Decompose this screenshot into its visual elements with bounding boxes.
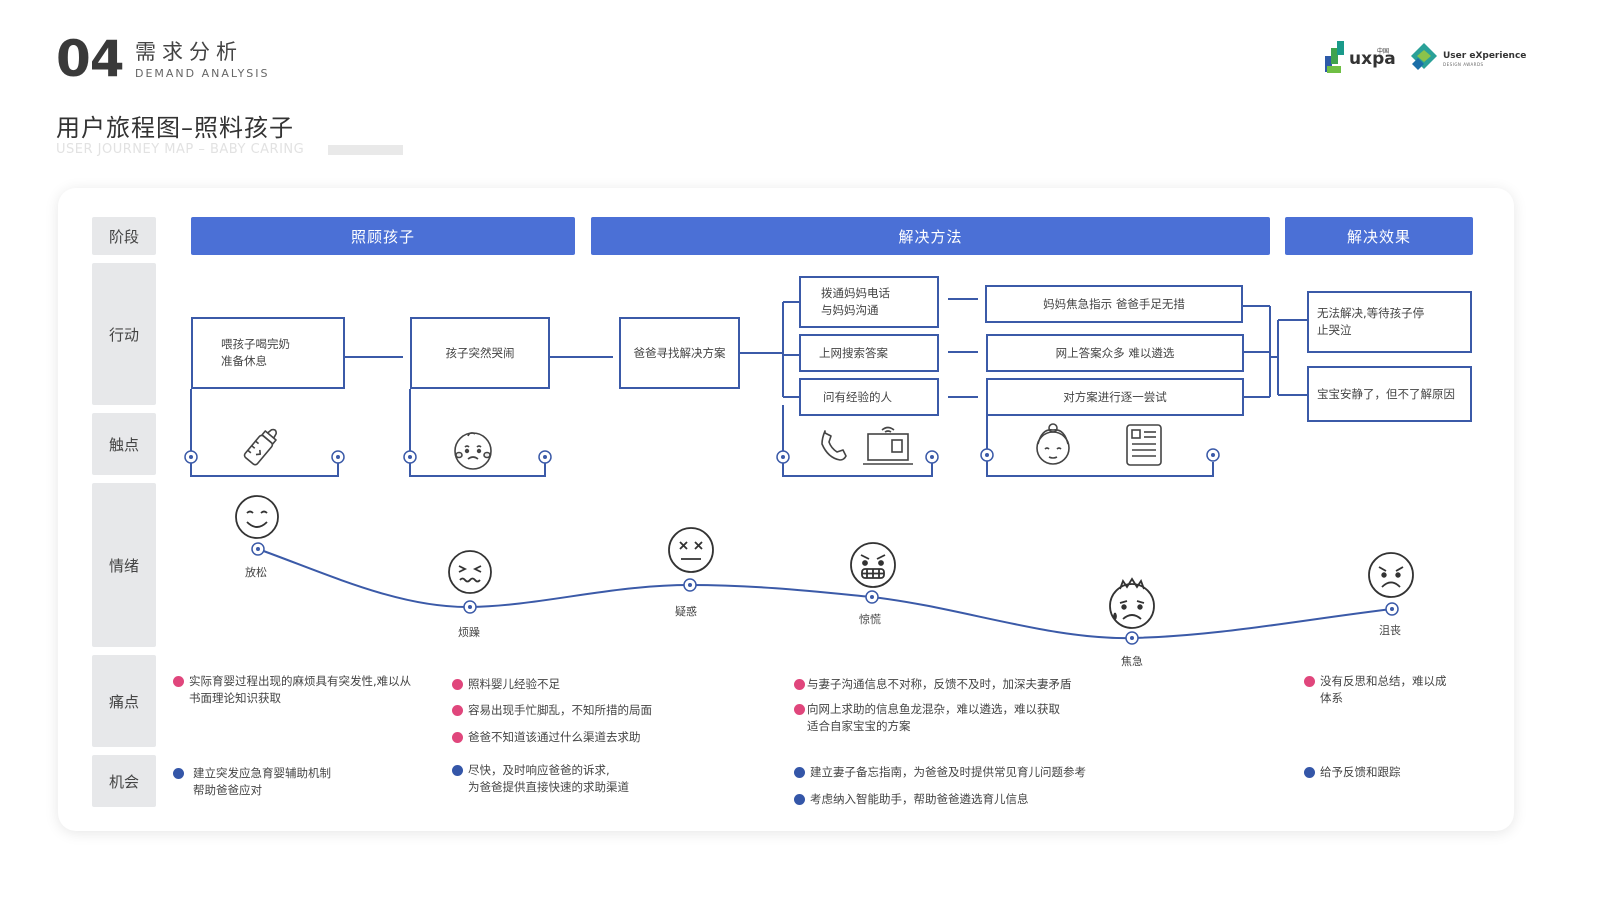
emotion-label: 烦躁 [458,626,480,639]
pain-dot-icon [794,679,805,690]
row-label-painpoint: 痛点 [92,655,156,747]
opportunity: 建立妻子备忘指南，为爸爸及时提供常见育儿问题参考 [794,764,1134,781]
opportunity: 考虑纳入智能助手，帮助爸爸遴选育儿信息 [794,791,1134,808]
ux-award-logo-sub: DESIGN AWARDS [1443,62,1484,67]
action-ask-experienced: 问有经验的人 [799,378,939,416]
ux-award-logo-text: User eXperience [1443,51,1527,61]
pain-point: 实际育婴过程出现的麻烦具有突发性,难以从 书面理论知识获取 [173,673,438,707]
opportunity-dot-icon [794,767,805,778]
journey-map-card [58,188,1514,831]
page-subtitle: USER JOURNEY MAP – BABY CARING [56,142,305,157]
confused-face-icon [668,527,714,573]
opportunity: 尽快，及时响应爸爸的诉求, 为爸爸提供直接快速的求助渠道 [452,762,712,796]
action-dad-search: 爸爸寻找解决方案 [619,317,740,389]
subtitle-bar [328,145,403,155]
action-too-many-answers: 网上答案众多 难以遴选 [986,334,1244,372]
pain-point: 爸爸不知道该通过什么渠道去求助 [452,729,692,746]
uxpa-logo-icon [1325,41,1344,73]
action-wait-stop: 无法解决,等待孩子停 止哭泣 [1307,291,1472,353]
pain-point: 照料婴儿经验不足 [452,676,692,693]
action-feed-baby: 喂孩子喝完奶 准备休息 [191,317,345,389]
row-label-emotion: 情绪 [92,483,156,647]
sad-face-icon [1368,552,1414,598]
opportunity-dot-icon [452,765,463,776]
baby-face-icon [454,432,492,470]
stage-care: 照顾孩子 [191,217,575,255]
pain-dot-icon [1304,676,1315,687]
laptop-icon [863,426,913,465]
action-try-solutions: 对方案进行逐一尝试 [986,378,1244,416]
action-baby-crying: 孩子突然哭闹 [410,317,550,389]
page-title: 用户旅程图–照料孩子 [56,114,294,142]
opportunity: 建立突发应急育婴辅助机制 帮助爸爸应对 [173,765,423,799]
pain-point: 向网上求助的信息鱼龙混杂，难以遴选，难以获取 适合自家宝宝的方案 [794,701,1124,735]
opportunity-dot-icon [794,794,805,805]
pain-point: 容易出现手忙脚乱，不知所措的局面 [452,702,692,719]
annoyed-face-icon [448,550,492,594]
row-label-stage: 阶段 [92,217,156,255]
action-call-mom: 拨通妈妈电话 与妈妈沟通 [799,276,939,328]
panic-face-icon [850,542,896,588]
grandma-icon [1036,423,1070,465]
section-number: 04 [56,30,125,88]
opportunity-dot-icon [1304,767,1315,778]
baby-bottle-icon [243,428,277,466]
emotion-label: 疑惑 [675,605,697,618]
pain-dot-icon [452,705,463,716]
anxious-face-icon [1109,577,1155,629]
section-title-en: DEMAND ANALYSIS [135,67,270,80]
stage-solution: 解决方法 [591,217,1270,255]
action-mom-instruct: 妈妈焦急指示 爸爸手足无措 [985,285,1243,323]
action-search-online: 上网搜索答案 [799,334,939,372]
stage-result: 解决效果 [1285,217,1473,255]
emotion-label: 焦急 [1121,655,1143,668]
uxpa-logo-text: uxpa [1349,49,1396,69]
document-icon [1126,424,1162,466]
uxpa-logo-cn: 中国 [1377,48,1390,55]
opportunity: 给予反馈和跟踪 [1304,764,1474,781]
phone-icon [821,430,847,461]
pain-dot-icon [452,732,463,743]
emotion-label: 惊慌 [859,613,881,626]
pain-point: 没有反思和总结，难以成 体系 [1304,673,1474,707]
pain-dot-icon [173,676,184,687]
pain-point: 与妻子沟通信息不对称，反馈不及时，加深夫妻矛盾 [794,676,1124,693]
row-label-opportunity: 机会 [92,755,156,807]
emotion-label: 放松 [245,566,267,579]
pain-dot-icon [794,704,805,715]
row-label-touchpoint: 触点 [92,413,156,475]
opportunity-dot-icon [173,768,184,779]
row-label-action: 行动 [92,263,156,405]
section-title: 需求分析 [135,40,243,64]
ux-award-logo-icon [1411,43,1437,70]
relaxed-face-icon [235,495,279,539]
emotion-label: 沮丧 [1379,624,1401,637]
action-baby-quiet: 宝宝安静了，但不了解原因 [1307,366,1472,422]
pain-dot-icon [452,679,463,690]
